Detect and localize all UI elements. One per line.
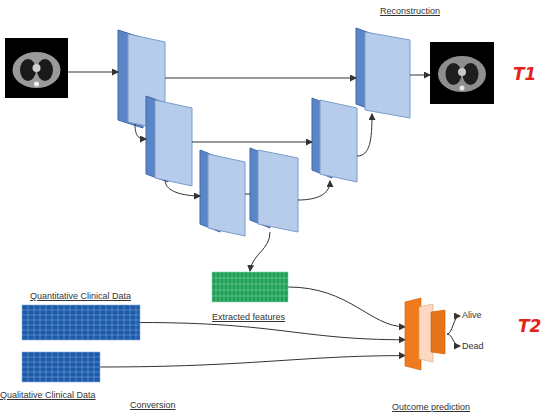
- classifier-layers: Outcome prediction: [405, 298, 447, 370]
- task-tag: T1: [513, 64, 536, 84]
- node-label: Extracted features: [212, 312, 285, 323]
- grid-line: [236, 272, 237, 302]
- grid-line: [212, 296, 288, 297]
- data-flow-connector: [288, 287, 405, 327]
- ct-background: [430, 42, 494, 104]
- feature-map-front: [208, 154, 245, 236]
- data-grid: Qualitative Clinical Data: [22, 352, 100, 382]
- grid-line: [240, 272, 241, 302]
- node-label: Qualitative Clinical Data: [0, 390, 96, 401]
- ct-background: [5, 38, 68, 98]
- grid-line: [252, 272, 253, 302]
- grid-line: [260, 272, 261, 302]
- grid-line: [284, 272, 285, 302]
- grid-line: [280, 272, 281, 302]
- ct-input-image: [5, 38, 68, 98]
- downsample-arrow: [135, 124, 146, 139]
- data-flow-connector: [100, 356, 405, 367]
- outcome-class: Dead: [462, 341, 484, 352]
- grid-line: [22, 362, 100, 363]
- grid-line: [256, 272, 257, 302]
- grid-fill: [22, 352, 100, 382]
- grid-line: [22, 372, 100, 373]
- flow-arrow: [68, 72, 118, 73]
- ct-output-image: [430, 42, 494, 104]
- grid-line: [22, 330, 140, 331]
- step-label: Conversion: [130, 400, 176, 411]
- grid-line: [212, 290, 288, 291]
- feature-grid: Extracted features: [212, 272, 288, 302]
- downsample-arrow: [165, 180, 200, 196]
- task-tag: T2: [518, 316, 541, 336]
- feature-grid-shape: [212, 272, 288, 302]
- flow-arrow: [410, 75, 430, 76]
- grid-line: [22, 377, 100, 378]
- feature-map-front: [258, 150, 298, 232]
- grid-line: [244, 272, 245, 302]
- grid-line: [22, 315, 140, 316]
- grid-line: [272, 272, 273, 302]
- ct-heart: [33, 64, 41, 72]
- dense-layer: [431, 310, 445, 354]
- feature-extraction-arrow: [250, 232, 270, 271]
- ct-heart: [458, 68, 466, 76]
- grid-line: [220, 272, 221, 302]
- grid-fill: [212, 272, 288, 302]
- data-flow-connector: [140, 323, 405, 340]
- grid-line: [276, 272, 277, 302]
- grid-line: [212, 278, 288, 279]
- upsample-arrow: [298, 181, 330, 200]
- data-grid-shape: [22, 352, 100, 382]
- skip-connection: [192, 142, 312, 143]
- grid-line: [22, 320, 140, 321]
- section-title: Reconstruction: [380, 6, 440, 17]
- grid-line: [264, 272, 265, 302]
- upsample-arrow: [357, 114, 372, 156]
- grid-line: [22, 310, 140, 311]
- outcome-arrow: [447, 334, 460, 346]
- grid-line: [224, 272, 225, 302]
- ct-body: [13, 52, 61, 88]
- grid-line: [216, 272, 217, 302]
- grid-line: [248, 272, 249, 302]
- node-label: Outcome prediction: [392, 402, 470, 413]
- ct-body: [438, 56, 486, 92]
- unet-blocks: [118, 28, 410, 236]
- node-label: Quantitative Clinical Data: [30, 291, 131, 302]
- classifier-layers-shape: [405, 298, 447, 370]
- data-grid: Quantitative Clinical Data: [22, 305, 140, 340]
- grid-fill: [22, 305, 140, 340]
- outcome-class: Alive: [462, 310, 482, 321]
- grid-line: [22, 357, 100, 358]
- dense-layer: [405, 298, 421, 370]
- grid-line: [22, 325, 140, 326]
- grid-line: [268, 272, 269, 302]
- data-grid-shape: [22, 305, 140, 340]
- grid-line: [232, 272, 233, 302]
- feature-map-front: [155, 100, 192, 186]
- feature-map-front: [320, 100, 357, 182]
- grid-line: [22, 367, 100, 368]
- skip-connection: [165, 78, 356, 79]
- grid-line: [228, 272, 229, 302]
- skip-connection: [245, 194, 250, 195]
- ct-spine: [460, 86, 465, 91]
- outcome-arrow: [447, 316, 460, 334]
- feature-map-front: [365, 32, 410, 118]
- grid-line: [22, 335, 140, 336]
- grid-line: [212, 284, 288, 285]
- ct-spine: [34, 82, 39, 87]
